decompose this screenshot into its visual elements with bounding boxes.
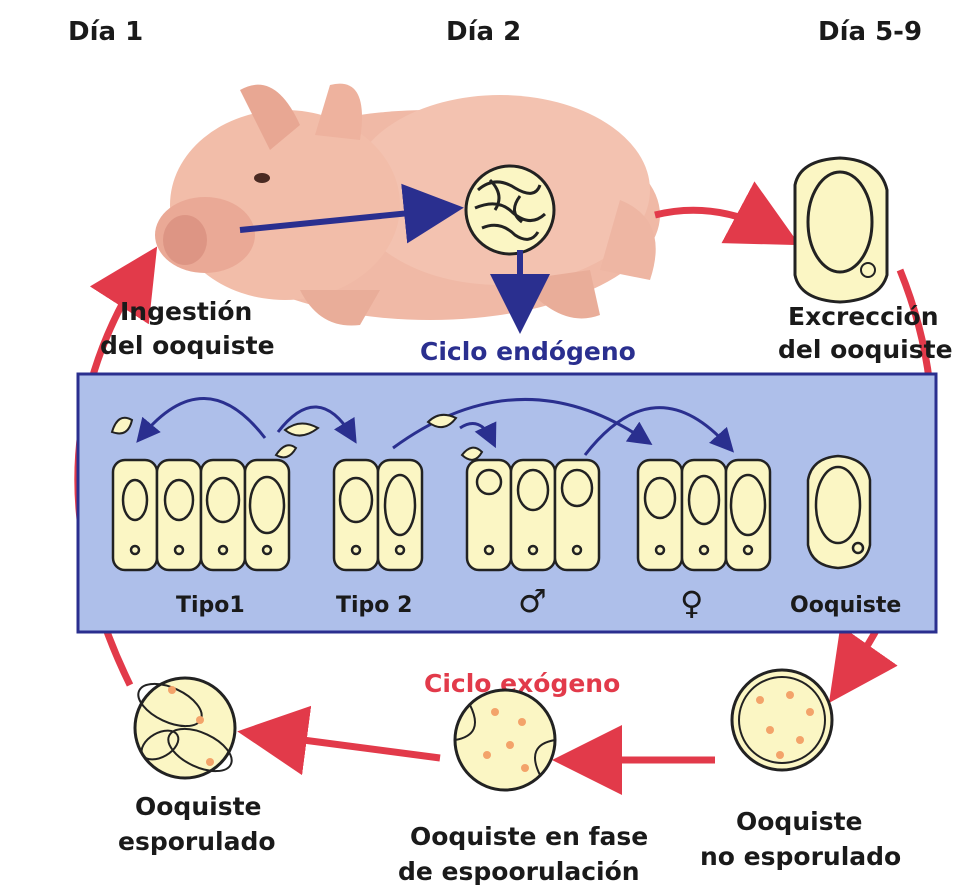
ingestion-label-line1: Ingestión	[120, 297, 252, 326]
sporulating-label-line1: Ooquiste en fase	[410, 822, 648, 851]
sporulating-to-sporulated-arrow	[265, 735, 440, 758]
excretion-label-line1: Excrección	[788, 302, 939, 331]
endogenous-cycle-label: Ciclo endógeno	[420, 337, 636, 366]
type2-cell-group	[334, 460, 422, 570]
male-symbol-label: ♂	[518, 582, 547, 620]
unsporulated-label-line2: no esporulado	[700, 842, 901, 871]
ingestion-label-line2: del ooquiste	[100, 331, 275, 360]
type1-label: Tipo1	[176, 593, 245, 618]
day-2-label: Día 2	[446, 17, 521, 47]
female-gametocyte-cell-group	[638, 460, 770, 570]
type2-label: Tipo 2	[336, 593, 412, 618]
day-5-9-label: Día 5-9	[818, 17, 922, 47]
panel-oocyst	[808, 456, 870, 568]
sporulated-label-line2: esporulado	[118, 827, 276, 856]
oocyst-panel-label: Ooquiste	[790, 593, 901, 618]
type1-cell-group	[113, 460, 289, 570]
sporulating-label-line2: de espoorulación	[398, 857, 640, 886]
female-symbol-label: ♀	[680, 584, 703, 622]
sporulated-label-line1: Ooquiste	[135, 792, 261, 821]
intestine-cross-section	[466, 166, 554, 254]
sporulated-oocyst	[132, 675, 238, 780]
day-1-label: Día 1	[68, 17, 143, 47]
sporulating-oocyst	[455, 690, 555, 790]
unsporulated-label-line1: Ooquiste	[736, 807, 862, 836]
excretion-label-line2: del ooquiste	[778, 335, 953, 364]
male-gametocyte-cell-group	[467, 460, 599, 570]
pig-to-excretion-arrow	[655, 210, 775, 232]
excreted-oocyst	[795, 158, 887, 302]
unsporulated-oocyst	[732, 670, 832, 770]
piglet-illustration	[155, 84, 660, 326]
